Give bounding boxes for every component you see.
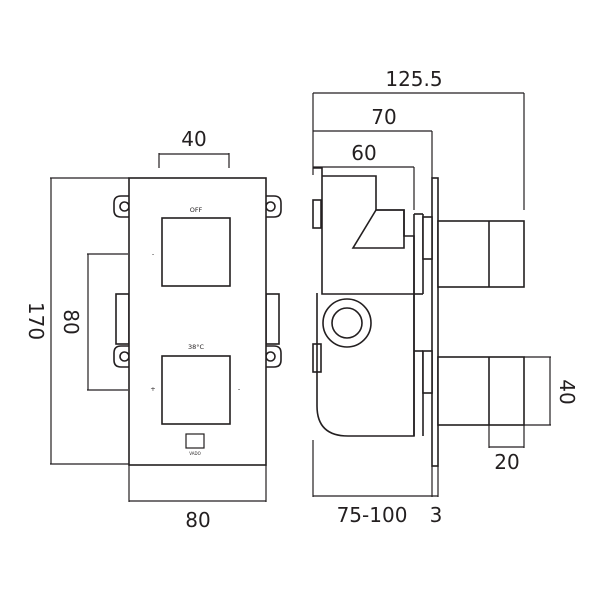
dim-handle-height-label: 40 [555,379,579,404]
dim-height: 170 [24,177,129,465]
dim-handle-height: 40 [524,356,579,426]
dim-60: 60 [313,141,415,210]
plug-upper [312,199,322,229]
dim-spacing: 80 [59,253,128,391]
dim-60-label: 60 [351,141,376,165]
outlet-ring-outer [322,298,372,348]
dim-depth-label: 75-100 [337,503,408,527]
front-view: 40 170 80 [24,127,282,532]
dim-handle-depth-label: 20 [494,450,519,474]
valve-body [313,167,415,437]
bottom-handle [161,355,231,425]
label-minus: - [238,385,241,393]
dim-top-width-label: 40 [181,127,206,151]
brand-logo: VADO [185,433,205,456]
label-plus: + [150,385,155,393]
outlet-ring-inner [331,307,363,339]
dim-70: 70 [313,105,433,178]
label-off: OFF [190,206,203,214]
upper-cartridge [351,209,405,249]
front-faceplate [128,177,267,466]
plug-lower [312,343,322,373]
dim-bottom-width-label: 80 [185,508,210,532]
label-minus-top: - [152,250,155,258]
label-temp: 38°C [188,343,205,351]
dim-handle-depth: 20 [488,425,525,474]
brand-text: VADO [189,451,200,456]
side-view: 125.5 70 60 [312,67,579,527]
dim-height-label: 170 [24,302,48,340]
dim-top-width: 40 [158,127,230,168]
dim-depth: 75-100 3 [312,440,443,527]
dim-overall: 125.5 [312,67,525,210]
side-faceplate [431,177,439,467]
dim-bottom-width: 80 [128,465,267,532]
dim-70-label: 70 [371,105,396,129]
dim-spacing-label: 80 [59,309,83,334]
dim-plate-label: 3 [430,503,443,527]
dim-overall-label: 125.5 [385,67,442,91]
side-lower-handle [422,350,525,426]
top-handle [161,217,231,287]
side-upper-handle [422,216,525,288]
